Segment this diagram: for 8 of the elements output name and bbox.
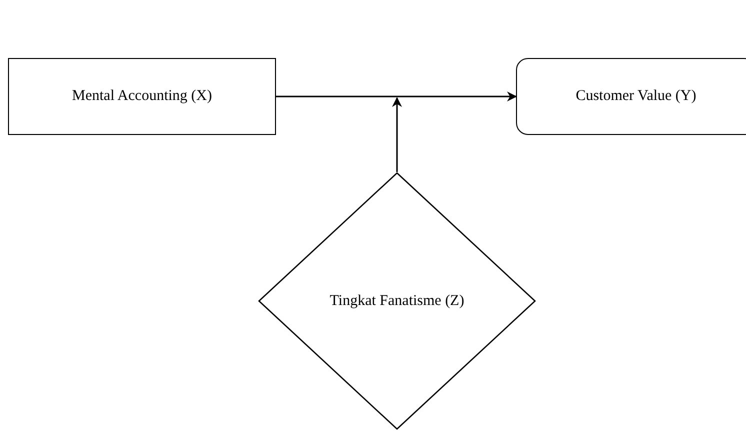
node-label: Tingkat Fanatisme (Z) — [330, 292, 464, 310]
arrow — [392, 97, 402, 172]
node-label: Mental Accounting (X) — [72, 88, 212, 105]
decision-diamond — [258, 172, 536, 430]
process-box — [8, 58, 276, 135]
arrow — [276, 92, 517, 102]
node-label: Customer Value (Y) — [576, 88, 696, 105]
process-box — [516, 58, 746, 135]
